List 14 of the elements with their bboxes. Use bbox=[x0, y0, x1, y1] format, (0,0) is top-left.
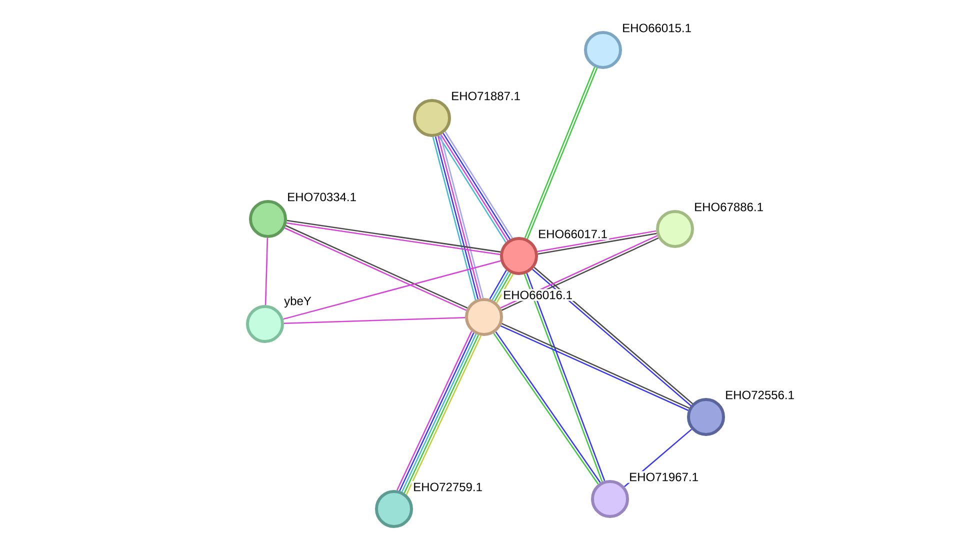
edge-line bbox=[264, 238, 268, 306]
node-label: EHO71887.1 bbox=[452, 92, 520, 100]
node-label: EHO66016.1 bbox=[504, 290, 572, 300]
node-label: EHO71967.1 bbox=[630, 472, 698, 482]
node-label: EHO72759.1 bbox=[414, 482, 482, 492]
node-label: EHO70334.1 bbox=[288, 192, 356, 202]
edge-line bbox=[624, 428, 692, 488]
node-label: EHO66015.1 bbox=[623, 24, 691, 32]
node-label: EHO66017.1 bbox=[539, 230, 607, 238]
node-label: EHO72556.1 bbox=[726, 390, 794, 400]
edge-line bbox=[284, 316, 466, 324]
node-label: EHO67886.1 bbox=[695, 202, 763, 212]
node-label: ybeY bbox=[284, 296, 312, 308]
edge-line bbox=[283, 260, 501, 320]
